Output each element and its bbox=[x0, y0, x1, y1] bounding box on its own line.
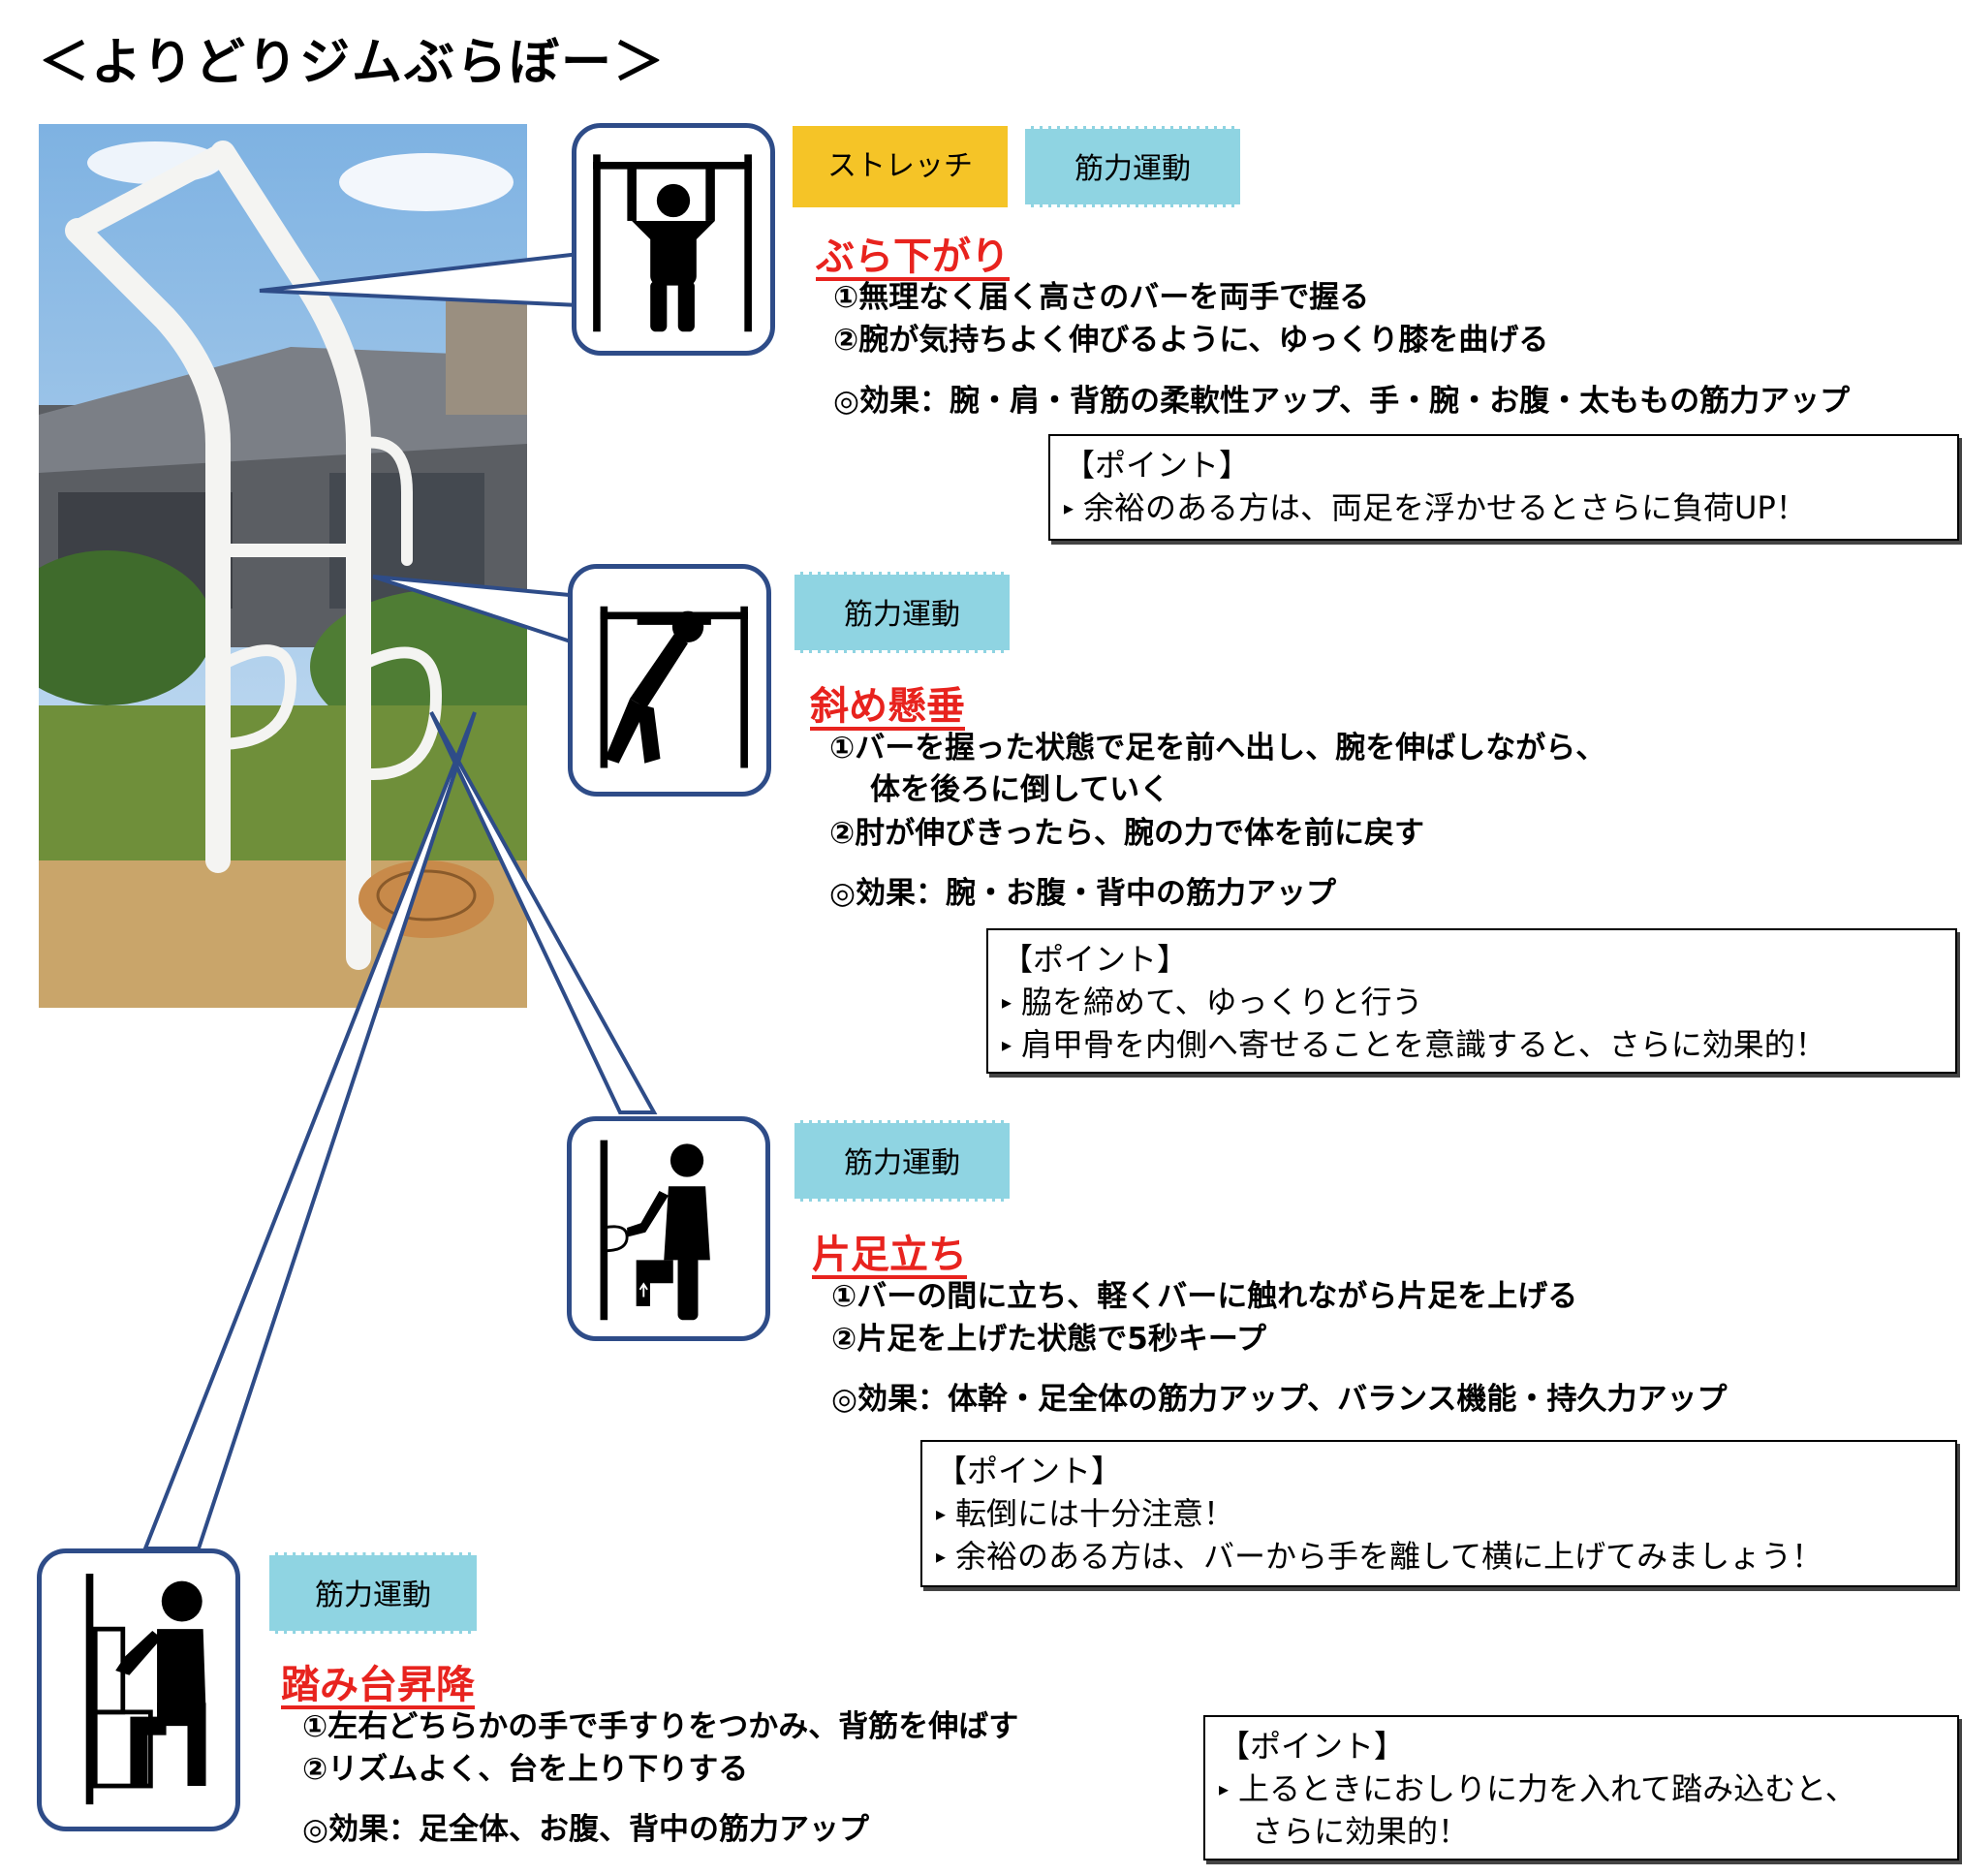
step-1-continued: 体を後ろに倒していく bbox=[870, 772, 1170, 807]
point-heading: 【ポイント】 bbox=[936, 1453, 1123, 1489]
point-box: 【ポイント】 ▸ 転倒には十分注意！ ▸ 余裕のある方は、バーから手を離して横に上げ… bbox=[920, 1440, 1957, 1587]
step-1: ①バーの間に立ち、軽くバーに触れながら片足を上げる bbox=[831, 1279, 1578, 1314]
effect-text: ◎効果：腕・肩・背筋の柔軟性アップ、手・腕・お腹・太ももの筋力アップ bbox=[833, 384, 1851, 419]
bullet-icon: ▸ bbox=[936, 1502, 947, 1525]
tag-strength: 筋力運動 bbox=[794, 572, 1010, 653]
tag-stretch: ストレッチ bbox=[793, 126, 1008, 207]
step-1: ①左右どちらかの手で手すりをつかみ、背筋を伸ばす bbox=[302, 1709, 1019, 1744]
bullet-icon: ▸ bbox=[1219, 1777, 1230, 1800]
tag-strength: 筋力運動 bbox=[1025, 126, 1240, 207]
step-up-icon bbox=[37, 1548, 240, 1831]
effect-text: ◎効果：腕・お腹・背中の筋力アップ bbox=[829, 876, 1337, 911]
bullet-icon: ▸ bbox=[1002, 990, 1012, 1014]
step-2: ②腕が気持ちよく伸びるように、ゆっくり膝を曲げる bbox=[833, 323, 1549, 358]
exercise-title-inverted-row: 斜め懸垂 bbox=[810, 684, 965, 729]
tag-strength: 筋力運動 bbox=[794, 1120, 1010, 1202]
exercise-title-hanging: ぶら下がり bbox=[816, 234, 1010, 279]
exercise-title-step-up: 踏み台昇降 bbox=[281, 1663, 475, 1707]
point-item: 上るときにおしりに力を入れて踏み込むと、 bbox=[1238, 1770, 1856, 1807]
step-2: ②肘が伸びきったら、腕の力で体を前に戻す bbox=[829, 816, 1425, 851]
equipment-photo bbox=[39, 124, 527, 1008]
point-item: 転倒には十分注意！ bbox=[955, 1495, 1235, 1532]
bullet-icon: ▸ bbox=[1002, 1033, 1012, 1056]
bullet-icon: ▸ bbox=[936, 1545, 947, 1568]
point-box: 【ポイント】 ▸ 脇を締めて、ゆっくりと行う ▸ 肩甲骨を内側へ寄せることを意識する… bbox=[986, 928, 1957, 1074]
one-leg-stand-icon bbox=[567, 1116, 770, 1341]
step-1: ①無理なく届く高さのバーを両手で握る bbox=[833, 280, 1370, 315]
hanging-person-icon bbox=[572, 123, 775, 356]
point-heading: 【ポイント】 bbox=[1002, 941, 1189, 978]
page-title: ＜よりどりジムぶらぼー＞ bbox=[39, 34, 666, 92]
step-1: ①バーを握った状態で足を前へ出し、腕を伸ばしながら、 bbox=[829, 731, 1606, 766]
effect-text: ◎効果：足全体、お腹、背中の筋力アップ bbox=[302, 1812, 870, 1847]
point-heading: 【ポイント】 bbox=[1064, 447, 1251, 484]
inverted-row-icon bbox=[568, 564, 771, 797]
step-2: ②片足を上げた状態で5秒キープ bbox=[831, 1322, 1266, 1357]
point-item: 余裕のある方は、両足を浮かせるとさらに負荷UP！ bbox=[1083, 489, 1807, 526]
effect-text: ◎効果：体幹・足全体の筋力アップ、バランス機能・持久力アップ bbox=[831, 1382, 1728, 1417]
step-2: ②リズムよく、台を上り下りする bbox=[302, 1752, 749, 1787]
point-heading: 【ポイント】 bbox=[1219, 1728, 1406, 1765]
bullet-icon: ▸ bbox=[1064, 496, 1074, 519]
exercise-title-one-leg-stand: 片足立ち bbox=[812, 1233, 967, 1277]
point-item: 余裕のある方は、バーから手を離して横に上げてみましょう！ bbox=[955, 1538, 1823, 1575]
point-box: 【ポイント】 ▸ 余裕のある方は、両足を浮かせるとさらに負荷UP！ bbox=[1048, 434, 1959, 541]
point-item-continued: さらに効果的！ bbox=[1252, 1813, 1470, 1850]
point-item: 脇を締めて、ゆっくりと行う bbox=[1021, 984, 1423, 1020]
point-item: 肩甲骨を内側へ寄せることを意識すると、さらに効果的！ bbox=[1021, 1026, 1826, 1063]
point-box: 【ポイント】 ▸ 上るときにおしりに力を入れて踏み込むと、 さらに効果的！ bbox=[1203, 1715, 1959, 1860]
tag-strength: 筋力運動 bbox=[269, 1552, 477, 1634]
